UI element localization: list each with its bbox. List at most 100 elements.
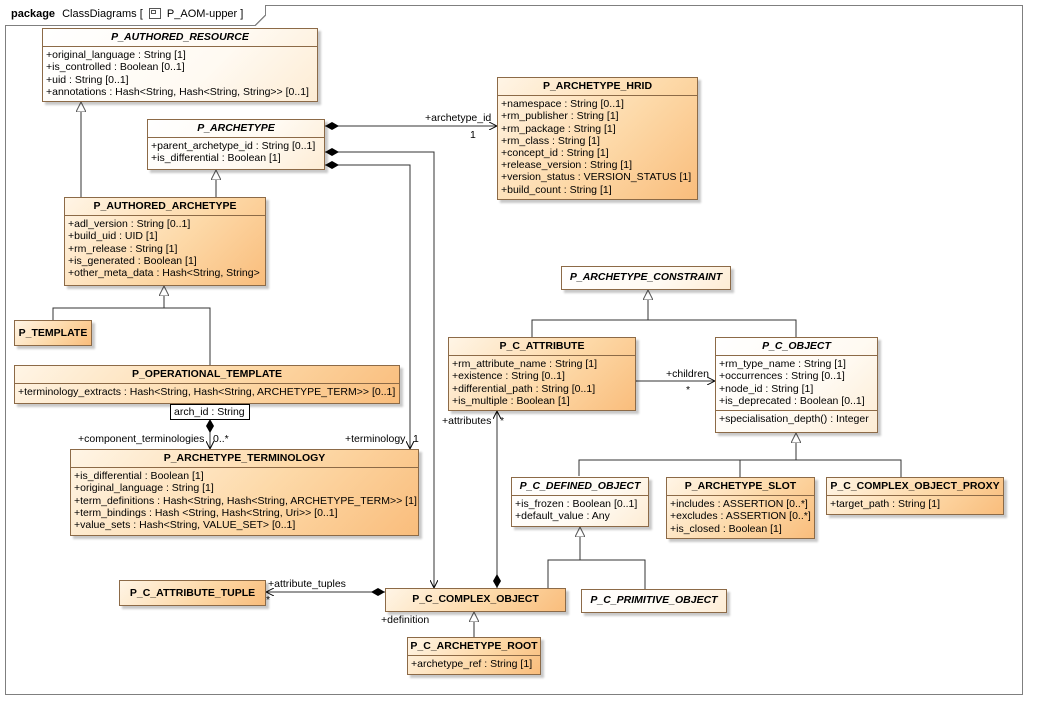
generalization-c-attribute-to-constraint bbox=[531, 319, 797, 337]
class-name: P_ARCHETYPE_CONSTRAINT bbox=[569, 271, 723, 283]
association-definition bbox=[325, 152, 434, 588]
attribute: +is_closed : Boolean [1] bbox=[670, 522, 782, 535]
class-name: P_ARCHETYPE_TERMINOLOGY bbox=[163, 452, 326, 464]
attribute: +build_count : String [1] bbox=[501, 183, 612, 196]
class-name: P_C_PRIMITIVE_OBJECT bbox=[590, 594, 718, 606]
class-name: P_AUTHORED_ARCHETYPE bbox=[93, 200, 237, 212]
class-name: P_C_COMPLEX_OBJECT bbox=[412, 593, 539, 605]
attribute: +is_controlled : Boolean [0..1] bbox=[46, 61, 185, 74]
role-definition: +definition bbox=[381, 614, 430, 626]
attribute-compartment: +adl_version : String [0..1] +build_uid … bbox=[65, 215, 265, 282]
class-name: P_ARCHETYPE_HRID bbox=[542, 80, 653, 92]
attribute: +original_language : String [1] bbox=[46, 49, 186, 62]
package-frame bbox=[5, 5, 1023, 695]
class-name: P_AUTHORED_RESOURCE bbox=[111, 31, 249, 43]
attribute: +differential_path : String [0..1] bbox=[452, 382, 596, 395]
class-p-c-defined-object[interactable]: P_C_DEFINED_OBJECT +is_frozen : Boolean … bbox=[511, 477, 649, 527]
attribute-compartment: +archetype_ref : String [1] bbox=[408, 655, 540, 673]
class-name: P_ARCHETYPE_SLOT bbox=[684, 480, 797, 492]
class-name: P_C_COMPLEX_OBJECT_PROXY bbox=[830, 480, 1000, 492]
attribute: +is_generated : Boolean [1] bbox=[68, 254, 197, 267]
class-p-c-primitive-object[interactable]: P_C_PRIMITIVE_OBJECT bbox=[581, 589, 727, 613]
multiplicity-archetype-id: 1 bbox=[470, 129, 476, 141]
attribute: +term_definitions : Hash<String, Hash<St… bbox=[74, 494, 417, 507]
class-p-authored-archetype[interactable]: P_AUTHORED_ARCHETYPE +adl_version : Stri… bbox=[64, 197, 266, 286]
qualifier-arch-id: arch_id : String bbox=[170, 404, 250, 420]
multiplicity-component-terminologies: 0..* bbox=[213, 433, 229, 445]
attribute-compartment: +original_language : String [1] +is_cont… bbox=[43, 46, 317, 101]
attribute-compartment: +is_frozen : Boolean [0..1] +default_val… bbox=[512, 495, 648, 525]
class-p-c-archetype-root[interactable]: P_C_ARCHETYPE_ROOT +archetype_ref : Stri… bbox=[407, 637, 541, 675]
attribute: +build_uid : UID [1] bbox=[68, 230, 158, 243]
attribute-compartment: +rm_attribute_name : String [1] +existen… bbox=[449, 355, 635, 410]
attribute: +is_differential : Boolean [1] bbox=[74, 470, 204, 483]
attribute: +rm_type_name : String [1] bbox=[719, 358, 846, 371]
attribute: +is_frozen : Boolean [0..1] bbox=[515, 498, 638, 511]
attribute: +original_language : String [1] bbox=[74, 482, 214, 495]
attribute: +namespace : String [0..1] bbox=[501, 98, 624, 111]
class-p-archetype[interactable]: P_ARCHETYPE +parent_archetype_id : Strin… bbox=[147, 119, 325, 170]
role-component-terminologies: +component_terminologies bbox=[78, 433, 205, 445]
class-p-archetype-slot[interactable]: P_ARCHETYPE_SLOT +includes : ASSERTION [… bbox=[666, 477, 815, 539]
class-p-archetype-constraint[interactable]: P_ARCHETYPE_CONSTRAINT bbox=[561, 266, 731, 290]
class-name: P_OPERATIONAL_TEMPLATE bbox=[131, 368, 283, 380]
attribute: +occurrences : String [0..1] bbox=[719, 370, 845, 383]
attribute-compartment: +target_path : String [1] bbox=[827, 495, 1003, 513]
role-terminology: +terminology bbox=[345, 433, 406, 445]
class-p-template[interactable]: P_TEMPLATE bbox=[14, 320, 92, 346]
class-p-c-complex-object[interactable]: P_C_COMPLEX_OBJECT bbox=[385, 588, 566, 612]
class-name: P_ARCHETYPE bbox=[197, 122, 275, 134]
attribute: +rm_release : String [1] bbox=[68, 242, 178, 255]
attribute: +term_bindings : Hash <String, Hash<Stri… bbox=[74, 506, 338, 519]
attribute: +adl_version : String [0..1] bbox=[68, 218, 191, 231]
class-name: P_C_ARCHETYPE_ROOT bbox=[410, 640, 538, 652]
role-attribute-tuples: +attribute_tuples bbox=[268, 578, 346, 590]
class-p-c-attribute[interactable]: P_C_ATTRIBUTE +rm_attribute_name : Strin… bbox=[448, 337, 636, 411]
attribute-compartment: +namespace : String [0..1] +rm_publisher… bbox=[498, 95, 697, 199]
multiplicity-attributes: * bbox=[500, 415, 505, 427]
attribute-compartment: +parent_archetype_id : String [0..1] +is… bbox=[148, 137, 324, 167]
attribute: +value_sets : Hash<String, VALUE_SET> [0… bbox=[74, 519, 296, 532]
class-p-c-attribute-tuple[interactable]: P_C_ATTRIBUTE_TUPLE bbox=[119, 580, 266, 606]
attribute: +is_differential : Boolean [1] bbox=[151, 152, 281, 165]
attribute: +rm_attribute_name : String [1] bbox=[452, 358, 598, 371]
class-p-operational-template[interactable]: P_OPERATIONAL_TEMPLATE +terminology_extr… bbox=[14, 365, 400, 404]
class-p-c-complex-object-proxy[interactable]: P_C_COMPLEX_OBJECT_PROXY +target_path : … bbox=[826, 477, 1004, 515]
role-archetype-id: +archetype_id bbox=[425, 112, 492, 124]
operation: +specialisation_depth() : Integer bbox=[719, 413, 869, 426]
attribute: +annotations : Hash<String, Hash<String,… bbox=[46, 85, 309, 98]
generalization-template-to-authored-archetype bbox=[52, 307, 211, 365]
diagram-name: P_AOM-upper ] bbox=[166, 8, 244, 20]
multiplicity-terminology: 1 bbox=[413, 433, 419, 445]
class-p-archetype-terminology[interactable]: P_ARCHETYPE_TERMINOLOGY +is_differential… bbox=[70, 449, 419, 536]
attribute: +default_value : Any bbox=[515, 510, 610, 523]
attribute: +is_deprecated : Boolean [0..1] bbox=[719, 394, 865, 407]
attribute: +parent_archetype_id : String [0..1] bbox=[151, 140, 316, 153]
class-p-archetype-hrid[interactable]: P_ARCHETYPE_HRID +namespace : String [0.… bbox=[497, 77, 698, 200]
attribute: +rm_package : String [1] bbox=[501, 122, 616, 135]
attribute-compartment: +includes : ASSERTION [0..*] +excludes :… bbox=[667, 495, 814, 538]
attribute: +archetype_ref : String [1] bbox=[411, 658, 533, 671]
class-name: P_C_ATTRIBUTE_TUPLE bbox=[129, 587, 256, 599]
class-name: P_C_OBJECT bbox=[762, 340, 831, 352]
attribute-compartment: +is_differential : Boolean [1] +original… bbox=[71, 467, 418, 534]
attribute: +excludes : ASSERTION [0..*] bbox=[670, 510, 811, 523]
attribute: +uid : String [0..1] bbox=[46, 73, 129, 86]
attribute: +rm_publisher : String [1] bbox=[501, 110, 619, 123]
attribute: +version_status : VERSION_STATUS [1] bbox=[501, 171, 692, 184]
attribute-compartment: +rm_type_name : String [1] +occurrences … bbox=[716, 355, 877, 410]
generalization-complex-to-defined bbox=[547, 559, 646, 589]
class-p-authored-resource[interactable]: P_AUTHORED_RESOURCE +original_language :… bbox=[42, 28, 318, 102]
attribute: +is_multiple : Boolean [1] bbox=[452, 394, 570, 407]
class-p-c-object[interactable]: P_C_OBJECT +rm_type_name : String [1] +o… bbox=[715, 337, 878, 433]
attribute-compartment: +terminology_extracts : Hash<String, Has… bbox=[15, 383, 399, 401]
attribute: +terminology_extracts : Hash<String, Has… bbox=[18, 386, 396, 399]
attribute: +existence : String [0..1] bbox=[452, 370, 565, 383]
role-attributes: +attributes bbox=[442, 415, 492, 427]
multiplicity-attribute-tuples: * bbox=[266, 594, 271, 606]
attribute: +release_version : String [1] bbox=[501, 159, 633, 172]
class-diagram-icon bbox=[148, 7, 161, 19]
attribute: +target_path : String [1] bbox=[830, 498, 941, 511]
